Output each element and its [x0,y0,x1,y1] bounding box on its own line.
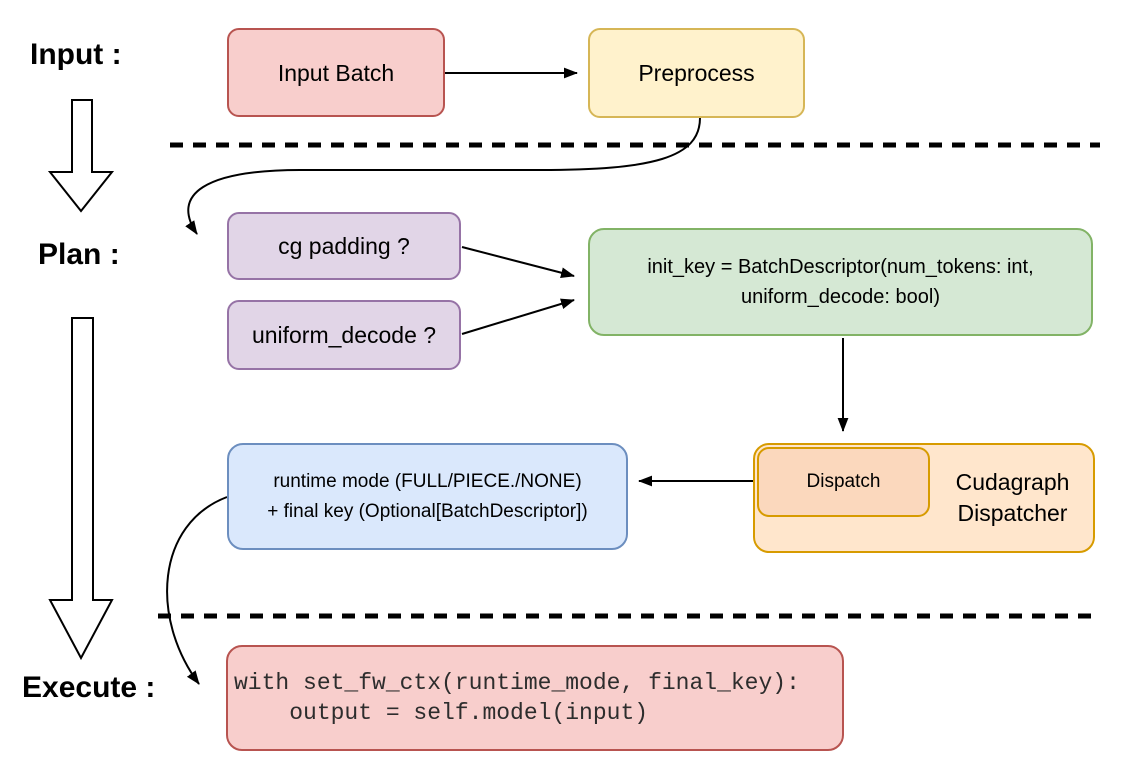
node-preprocess: Preprocess [588,28,805,118]
node-init-key: init_key = BatchDescriptor(num_tokens: i… [588,228,1093,336]
node-uniform-decode: uniform_decode ? [227,300,461,370]
node-runtime-mode-line2: + final key (Optional[BatchDescriptor]) [267,500,588,522]
node-dispatch: Dispatch [757,447,930,517]
node-input-batch-label: Input Batch [277,59,395,86]
node-runtime-mode: runtime mode (FULL/PIECE./NONE) + final … [227,443,628,550]
input-stage-arrow-icon [47,99,115,213]
execute-code-line2: output = self.model(input) [234,700,649,726]
stage-label-plan: Plan : [38,238,120,271]
execute-code-line1: with set_fw_ctx(runtime_mode, final_key)… [234,670,800,696]
arrow-runtime-mode-to-execute-code [166,496,228,685]
cudagraph-dispatcher-line1: Cudagraph [955,469,1070,495]
arrow-preprocess-to-cg-padding [185,117,701,235]
node-init-key-line1: init_key = BatchDescriptor(num_tokens: i… [647,256,1034,278]
node-dispatch-label: Dispatch [806,471,881,492]
plan-stage-arrow-icon [48,317,114,661]
node-runtime-mode-line1: runtime mode (FULL/PIECE./NONE) [273,470,582,492]
arrow-uniform-decode-to-init-key [461,298,575,335]
node-init-key-line2: uniform_decode: bool) [740,286,940,308]
node-uniform-decode-label: uniform_decode ? [251,322,437,348]
stage-label-execute: Execute : [22,671,156,704]
cudagraph-dispatcher-line2: Dispatcher [957,500,1068,526]
cudagraph-dispatcher-label: Cudagraph Dispatcher [930,443,1095,553]
node-preprocess-label: Preprocess [638,60,755,86]
stage-label-input: Input : [30,38,122,71]
node-cg-padding-label: cg padding ? [278,233,410,259]
arrow-cg-padding-to-init-key [461,246,575,278]
node-cg-padding: cg padding ? [227,212,461,280]
node-input-batch: Input Batch [227,28,445,117]
node-execute-code: with set_fw_ctx(runtime_mode, final_key)… [226,645,844,751]
